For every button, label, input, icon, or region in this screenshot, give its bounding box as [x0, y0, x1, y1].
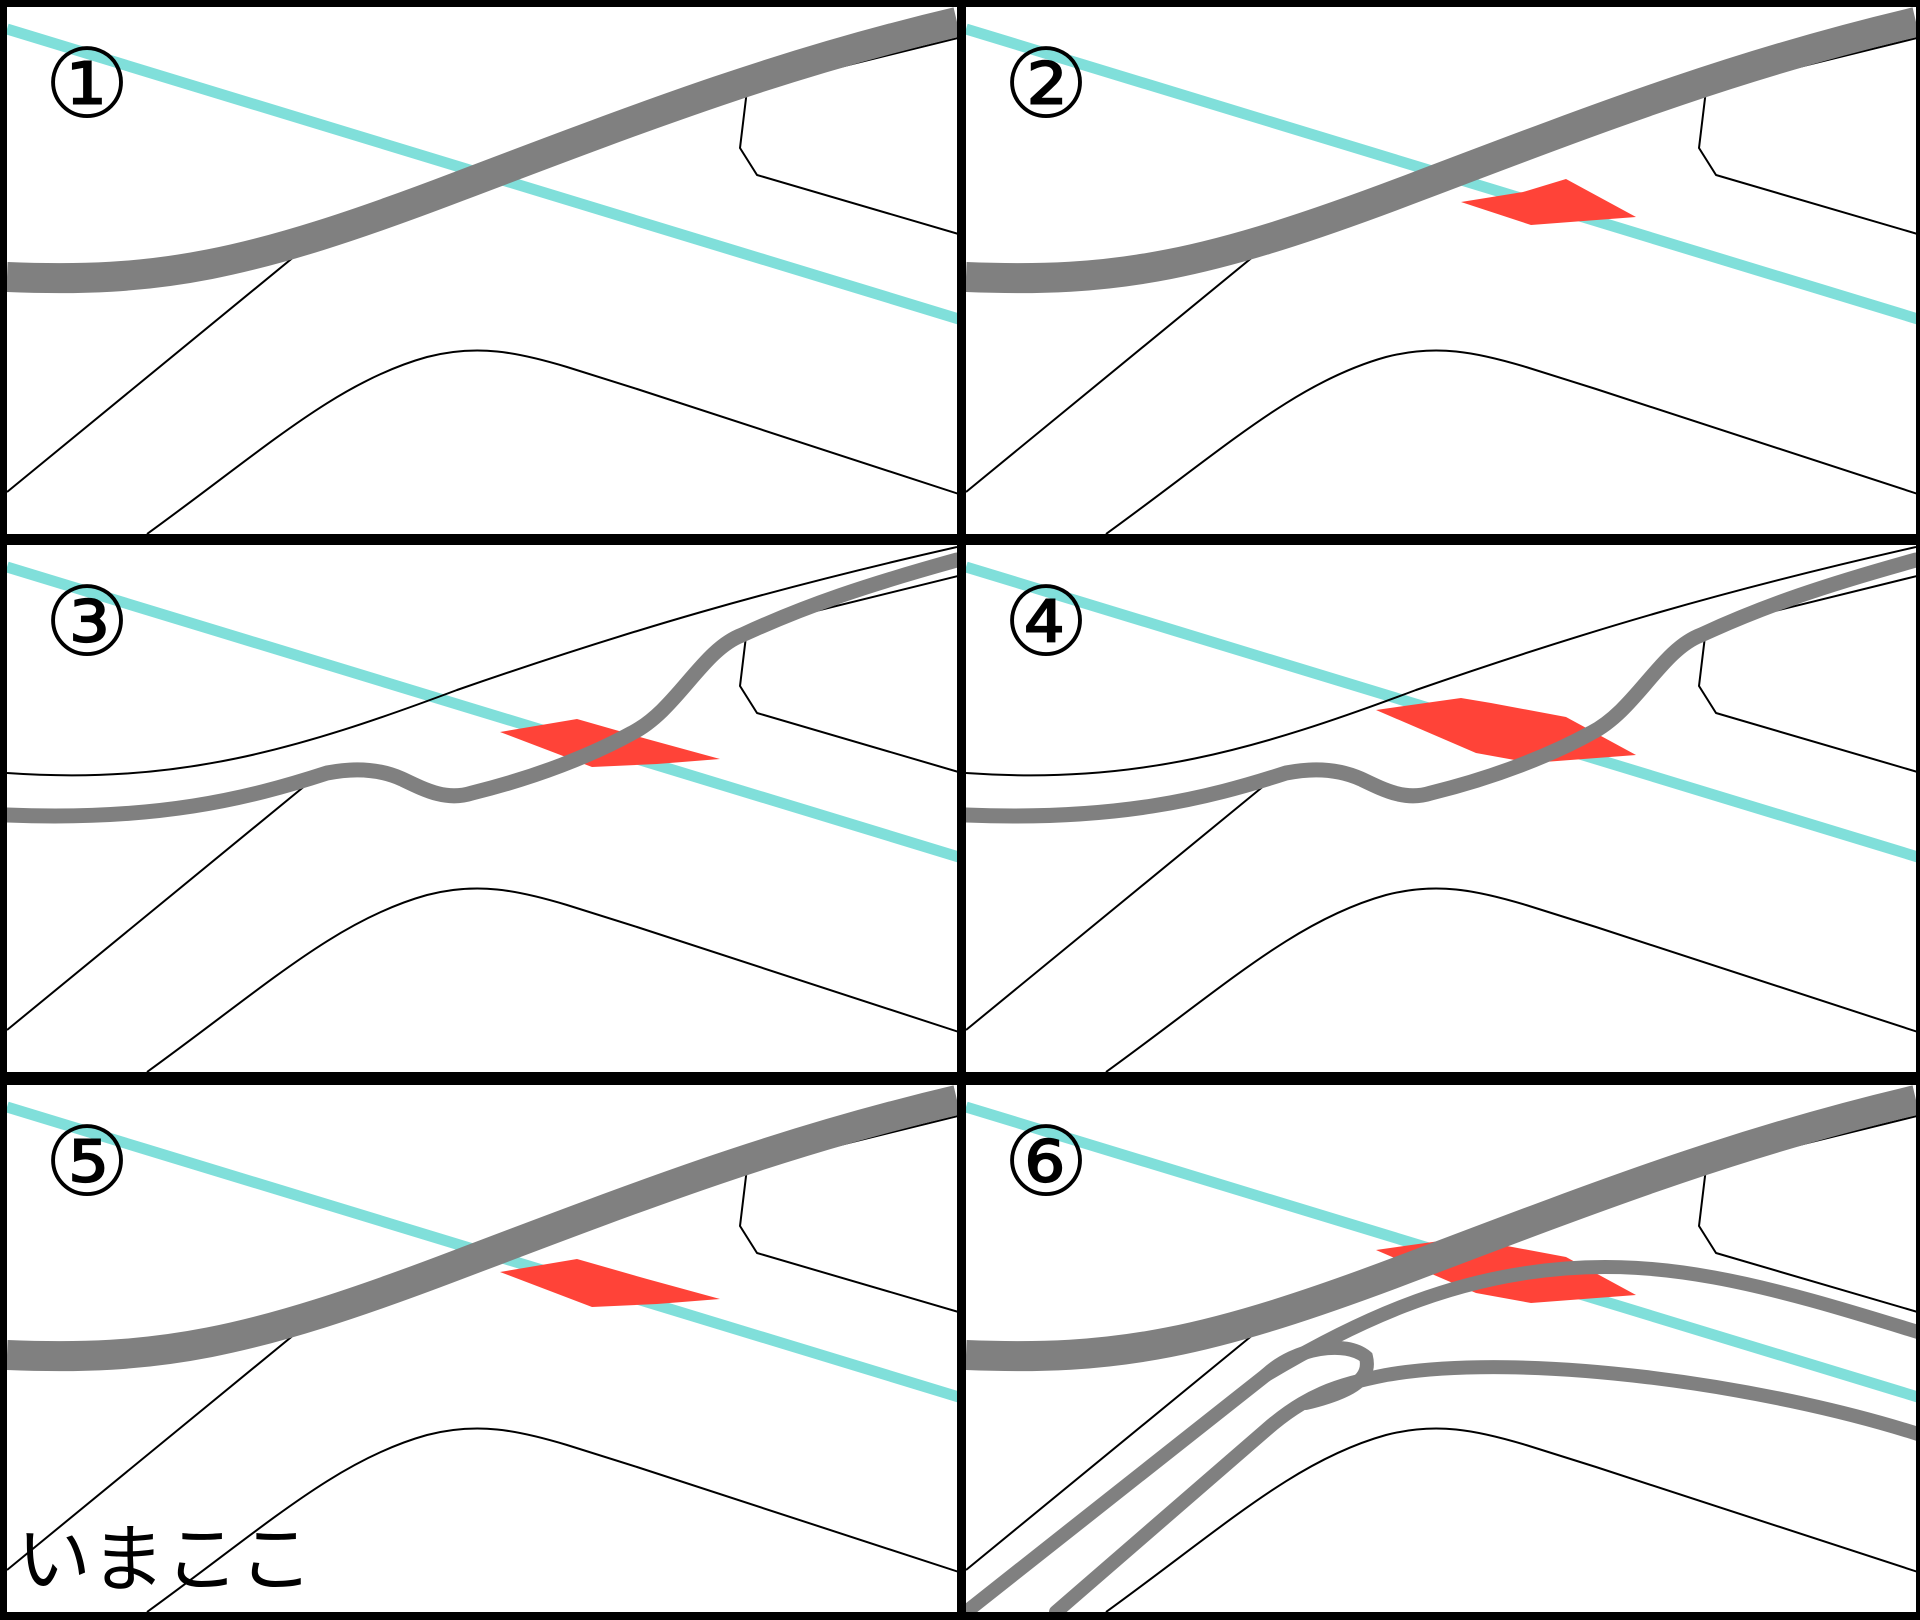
- panel-6: ⑥: [966, 1085, 1916, 1612]
- outline-original-road: [966, 546, 1916, 777]
- main-road: [966, 7, 1916, 294]
- road-edge-lower: [1105, 349, 1916, 534]
- highlight-zone: [1461, 179, 1636, 225]
- panel-number: ⑤: [44, 1106, 130, 1218]
- new-road-loop: [1259, 1340, 1374, 1410]
- main-road: [7, 1085, 957, 1372]
- here-label: いまここ: [17, 1517, 313, 1603]
- outline-original-road: [7, 546, 957, 777]
- highlight-zone: [500, 1259, 720, 1307]
- road-edge-left: [966, 1319, 1272, 1571]
- detour-road: [7, 552, 957, 824]
- new-road-upper: [966, 1259, 1916, 1612]
- rail-line: [7, 561, 957, 863]
- panel-number: ⑥: [1003, 1106, 1089, 1218]
- panel-3: ③: [7, 545, 957, 1072]
- road-edge-left: [966, 241, 1272, 493]
- road-edge-lower: [1105, 887, 1916, 1072]
- main-road: [7, 7, 957, 294]
- road-edge-left: [966, 779, 1272, 1031]
- main-road: [966, 1085, 1916, 1372]
- road-edge-lower: [146, 887, 957, 1072]
- detour-road: [966, 552, 1916, 824]
- road-edge-left: [7, 779, 313, 1031]
- panel-2: ②: [966, 7, 1916, 534]
- panel-4: ④: [966, 545, 1916, 1072]
- road-edge-left: [7, 241, 313, 493]
- road-edge-lower: [146, 349, 957, 534]
- road-edge-left: [7, 1319, 313, 1571]
- road-edge-lower: [1105, 1427, 1916, 1612]
- panel-1: ①: [7, 7, 957, 534]
- panel-number: ③: [44, 566, 130, 678]
- panel-5: ⑤ いまここ: [7, 1085, 957, 1612]
- road-edge-lower: [146, 1427, 957, 1612]
- panel-number: ②: [1003, 28, 1089, 140]
- panel-number: ④: [1003, 566, 1089, 678]
- panel-number: ①: [44, 28, 130, 140]
